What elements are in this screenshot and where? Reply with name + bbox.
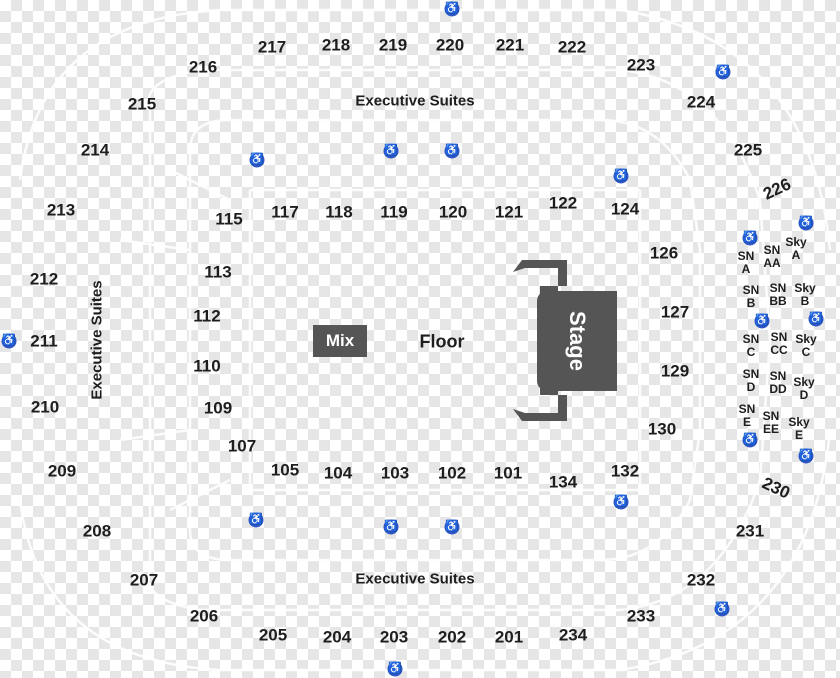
section-212[interactable]: 212 — [29, 269, 59, 289]
section-222[interactable]: 222 — [557, 37, 587, 57]
section-122[interactable]: 122 — [548, 193, 578, 213]
wheelchair-icon[interactable]: ♿ — [383, 519, 399, 535]
section-124[interactable]: 124 — [610, 199, 640, 219]
section-213[interactable]: 213 — [46, 200, 76, 220]
section-129[interactable]: 129 — [660, 361, 690, 381]
section-232[interactable]: 232 — [686, 570, 716, 590]
section-117[interactable]: 117 — [271, 202, 299, 222]
section-231[interactable]: 231 — [735, 521, 765, 541]
section-103[interactable]: 103 — [380, 463, 410, 483]
section-211[interactable]: 211 — [30, 331, 58, 351]
section-202[interactable]: 202 — [437, 627, 467, 647]
section-126[interactable]: 126 — [649, 243, 679, 263]
section-107[interactable]: 107 — [227, 436, 257, 456]
wheelchair-icon[interactable]: ♿ — [742, 230, 758, 246]
wheelchair-icon[interactable]: ♿ — [444, 143, 460, 159]
stage[interactable]: Stage — [537, 291, 617, 391]
wheelchair-icon[interactable]: ♿ — [387, 661, 403, 677]
wheelchair-icon[interactable]: ♿ — [714, 601, 730, 617]
section-216[interactable]: 216 — [188, 57, 218, 77]
section-208[interactable]: 208 — [82, 521, 112, 541]
section-120[interactable]: 120 — [438, 202, 468, 222]
section-112[interactable]: 112 — [193, 306, 221, 326]
wheelchair-icon[interactable]: ♿ — [715, 64, 731, 80]
section-206[interactable]: 206 — [189, 606, 219, 626]
section-113[interactable]: 113 — [204, 262, 232, 282]
section-210[interactable]: 210 — [30, 397, 60, 417]
section-203[interactable]: 203 — [379, 627, 409, 647]
section-201[interactable]: 201 — [494, 627, 524, 647]
section-119[interactable]: 119 — [380, 202, 408, 222]
section-205[interactable]: 205 — [258, 625, 288, 645]
section-134[interactable]: 134 — [548, 472, 578, 492]
executive-suites-bottom: Executive Suites — [355, 570, 475, 588]
section-105[interactable]: 105 — [270, 460, 300, 480]
section-220[interactable]: 220 — [435, 35, 465, 55]
wheelchair-icon[interactable]: ♿ — [1, 333, 17, 349]
wheelchair-icon[interactable]: ♿ — [444, 1, 460, 17]
wheelchair-icon[interactable]: ♿ — [383, 143, 399, 159]
section-207[interactable]: 207 — [129, 570, 159, 590]
section-101[interactable]: 101 — [493, 463, 523, 483]
section-204[interactable]: 204 — [322, 627, 352, 647]
section-233[interactable]: 233 — [626, 606, 656, 626]
floor-label: Floor — [419, 331, 465, 352]
section-130[interactable]: 130 — [647, 419, 677, 439]
section-102[interactable]: 102 — [437, 463, 467, 483]
section-109[interactable]: 109 — [203, 398, 233, 418]
section-214[interactable]: 214 — [80, 140, 110, 160]
section-104[interactable]: 104 — [323, 463, 353, 483]
wheelchair-icon[interactable]: ♿ — [248, 512, 264, 528]
wheelchair-icon[interactable]: ♿ — [613, 494, 629, 510]
mix-position[interactable]: Mix — [313, 325, 367, 357]
executive-suites-top: Executive Suites — [355, 92, 475, 110]
executive-suites-left: Executive Suites — [88, 280, 106, 400]
section-221[interactable]: 221 — [495, 35, 525, 55]
section-215[interactable]: 215 — [127, 94, 157, 114]
section-219[interactable]: 219 — [378, 35, 408, 55]
wheelchair-icon[interactable]: ♿ — [754, 313, 770, 329]
section-132[interactable]: 132 — [610, 461, 640, 481]
section-234[interactable]: 234 — [558, 625, 588, 645]
section-209[interactable]: 209 — [47, 461, 77, 481]
section-223[interactable]: 223 — [626, 55, 656, 75]
section-115[interactable]: 115 — [215, 209, 243, 229]
section-224[interactable]: 224 — [686, 92, 716, 112]
section-217[interactable]: 217 — [257, 37, 287, 57]
stage-label: Stage — [565, 311, 590, 371]
wheelchair-icon[interactable]: ♿ — [798, 215, 814, 231]
wheelchair-icon[interactable]: ♿ — [742, 432, 758, 448]
wheelchair-icon[interactable]: ♿ — [249, 152, 265, 168]
section-218[interactable]: 218 — [321, 35, 351, 55]
section-121[interactable]: 121 — [494, 202, 524, 222]
section-110[interactable]: 110 — [193, 356, 221, 376]
section-225[interactable]: 225 — [733, 140, 763, 160]
section-118[interactable]: 118 — [325, 202, 353, 222]
wheelchair-icon[interactable]: ♿ — [798, 448, 814, 464]
wheelchair-icon[interactable]: ♿ — [613, 168, 629, 184]
section-127[interactable]: 127 — [660, 302, 690, 322]
wheelchair-icon[interactable]: ♿ — [444, 519, 460, 535]
wheelchair-icon[interactable]: ♿ — [808, 311, 824, 327]
